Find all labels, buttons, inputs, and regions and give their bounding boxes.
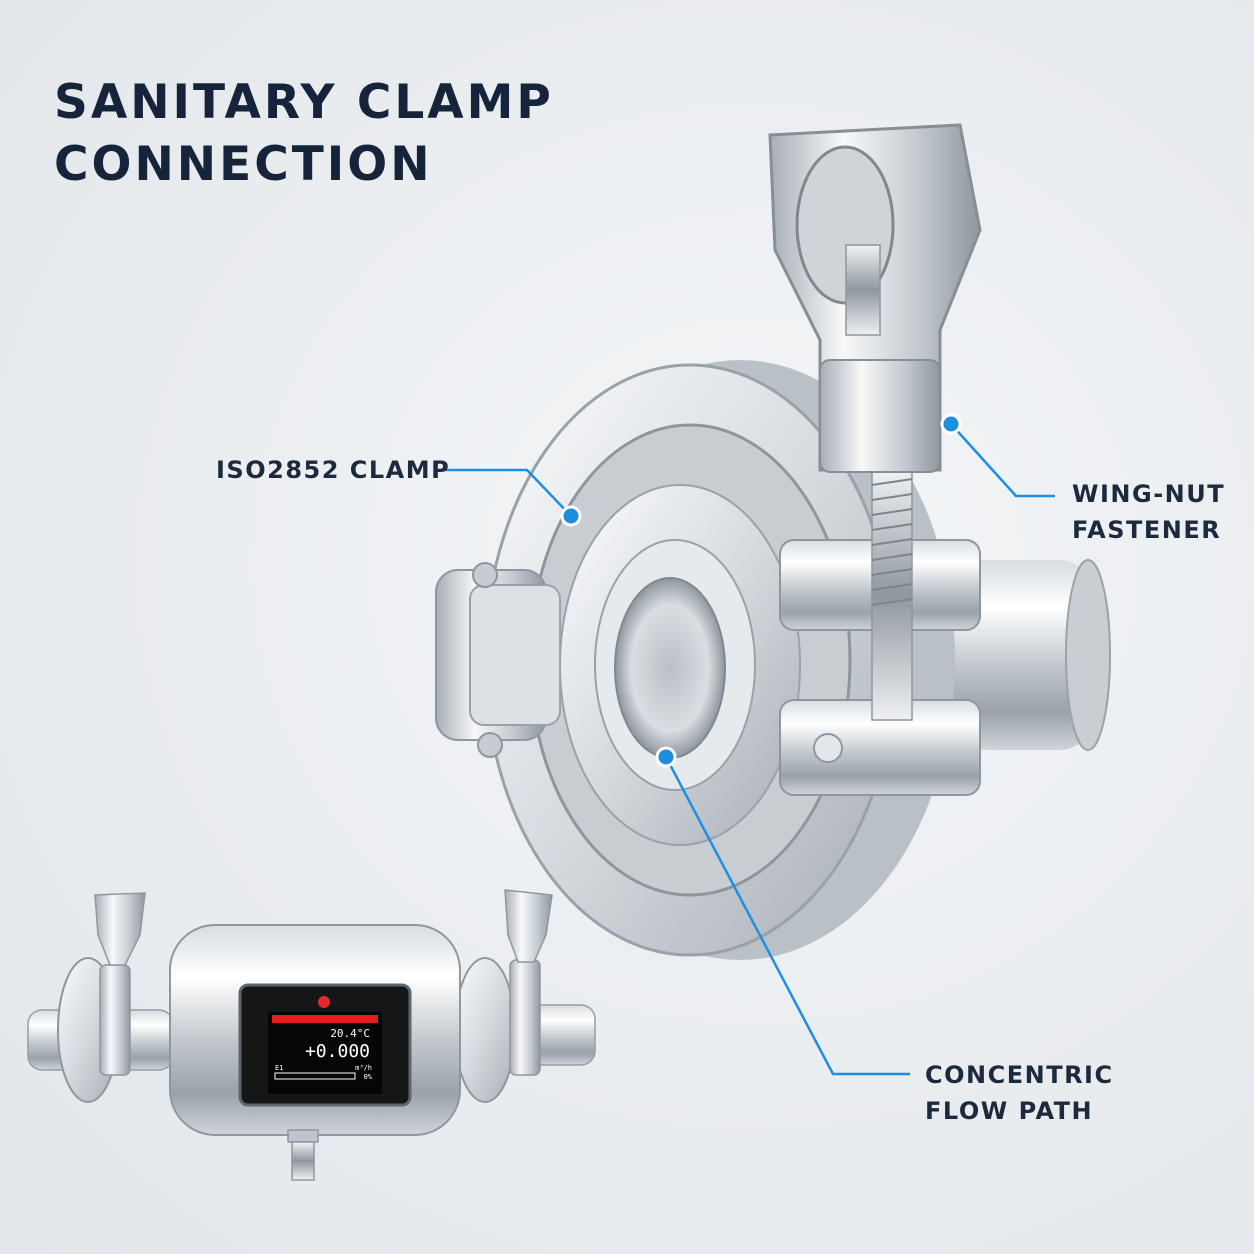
- page-title-line2: CONNECTION: [54, 137, 433, 192]
- callout-dot-clamp: [560, 505, 582, 527]
- callout-dot-wingnut: [940, 413, 962, 435]
- callout-line-wingnut: [950, 423, 1055, 498]
- lcd-screen: [268, 1012, 382, 1094]
- callout-label-wingnut: WING-NUT FASTENER: [1072, 476, 1225, 548]
- callout-label-flow-line2: FLOW PATH: [925, 1097, 1094, 1125]
- flow-bore: [614, 577, 726, 759]
- sanitary-clamp-illustration: [435, 123, 1111, 960]
- meter-wingnut-left: [94, 892, 146, 966]
- flow-meter-illustration: 20.4°C +0.000 E1 m³/h 0%: [27, 889, 596, 1181]
- lcd-channel: E1: [275, 1064, 283, 1072]
- status-led: [318, 996, 330, 1008]
- threaded-bolt: [871, 469, 913, 721]
- callout-label-wingnut-line2: FASTENER: [1072, 516, 1222, 544]
- page-title-line1: SANITARY CLAMP: [54, 75, 554, 130]
- wing-nut: [768, 123, 982, 473]
- callout-label-flow: CONCENTRIC FLOW PATH: [925, 1057, 1114, 1129]
- lcd-red-bar: [272, 1015, 378, 1023]
- callout-dot-flow: [655, 746, 677, 768]
- callout-label-flow-line1: CONCENTRIC: [925, 1061, 1114, 1089]
- callout-label-clamp: ISO2852 CLAMP: [216, 456, 451, 484]
- lcd-temperature: 20.4°C: [330, 1027, 370, 1040]
- cable-gland: [291, 1141, 315, 1181]
- lcd-progress-bar: [274, 1072, 356, 1080]
- callout-line-flow: [664, 756, 910, 1076]
- lcd-reading: +0.000: [305, 1041, 370, 1062]
- meter-clamp-right: [454, 957, 516, 1103]
- callout-lines: [443, 423, 1055, 1076]
- callout-line-clamp: [443, 468, 572, 517]
- lcd-percent: 0%: [364, 1073, 373, 1081]
- callout-label-wingnut-line1: WING-NUT: [1072, 480, 1226, 508]
- page-title: SANITARY CLAMP CONNECTION: [54, 72, 654, 196]
- clamp-hinge: [435, 562, 561, 758]
- lcd-unit: m³/h: [355, 1064, 372, 1072]
- meter-wingnut-right: [504, 889, 553, 963]
- lug-pin: [813, 733, 843, 763]
